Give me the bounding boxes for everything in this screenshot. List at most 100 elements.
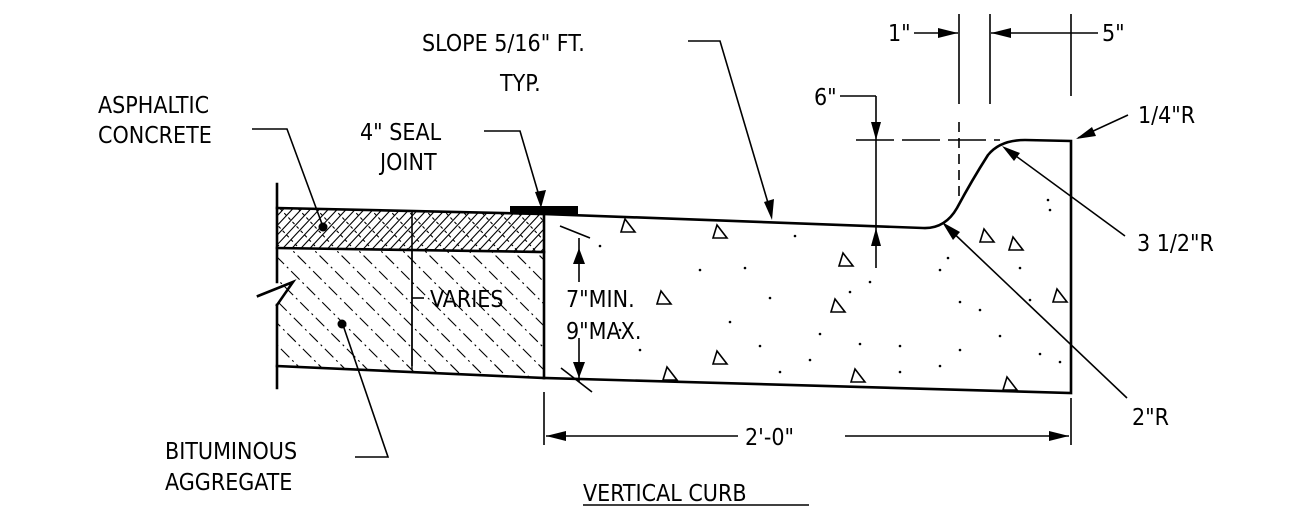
hatch-line — [479, 248, 544, 378]
hatch-line — [457, 248, 544, 378]
hatch-line — [277, 248, 367, 378]
aggregate-mark — [711, 349, 729, 365]
hatch-line — [612, 240, 762, 390]
bituminous-aggregate-layer — [277, 240, 762, 390]
hatch-line — [568, 240, 718, 390]
typ-label: TYP. — [499, 71, 541, 97]
aggregate-mark — [978, 227, 996, 243]
seal-joint-strip — [510, 206, 578, 214]
hatch-line — [532, 208, 544, 252]
slope-label: SLOPE 5/16" FT. — [422, 31, 585, 57]
aggregate-dot — [793, 234, 797, 238]
hatch-line — [200, 200, 256, 260]
dim-6in-label: 6" — [814, 85, 837, 111]
hatch-line — [281, 248, 433, 378]
hatch-line — [578, 200, 634, 260]
hatch-line — [578, 200, 634, 260]
aggregate-dot — [848, 290, 852, 294]
aggregate-dot — [1046, 198, 1050, 202]
dim-5in-label: 5" — [1102, 21, 1125, 47]
aggregate-dot — [768, 296, 772, 300]
hatch-line — [303, 248, 455, 378]
hatch-line — [218, 200, 274, 260]
hatch-line — [523, 248, 544, 378]
aggregate-dot — [728, 320, 732, 324]
aggregate-dot — [743, 266, 747, 270]
varies-label: VARIES — [430, 287, 504, 313]
aggregate-dot — [1018, 266, 1022, 270]
hatch-line — [596, 200, 652, 260]
hatch-line — [277, 208, 293, 252]
aggregate-dot — [1048, 208, 1052, 212]
aggregate-dot — [898, 344, 902, 348]
aggregate-mark — [837, 251, 855, 267]
asphaltic-label-line2: CONCRETE — [98, 123, 212, 149]
hatch-line — [590, 240, 740, 390]
aggregate-dot — [978, 308, 982, 312]
hatch-line — [218, 200, 274, 260]
hatch-line — [277, 248, 323, 378]
hatch-line — [347, 248, 499, 378]
hatch-line — [277, 208, 302, 252]
aggregate-mark — [655, 289, 673, 305]
annotation-labels: ASPHALTIC CONCRETE 4" SEAL JOINT SLOPE 5… — [98, 21, 1214, 507]
aggregate-mark — [1051, 287, 1069, 303]
aggregate-mark — [849, 367, 867, 383]
hatch-line — [546, 240, 696, 390]
aggregate-mark — [829, 297, 847, 313]
max-depth-label: 9"MAX. — [566, 319, 641, 345]
aggregate-dot — [778, 370, 782, 374]
radius-two-label: 2"R — [1132, 405, 1169, 431]
asphaltic-label-line1: ASPHALTIC — [98, 93, 209, 119]
bituminous-label-line2: AGGREGATE — [165, 470, 292, 496]
aggregate-mark — [711, 223, 729, 239]
curb-concrete-body — [542, 138, 1073, 395]
aggregate-dot — [1028, 298, 1032, 302]
seal-joint-label-line1: 4" SEAL — [360, 120, 442, 146]
aggregate-dot — [638, 348, 642, 352]
bituminous-label-line1: BITUMINOUS — [165, 439, 297, 465]
aggregate-mark — [1007, 235, 1025, 251]
aggregate-mark — [619, 217, 637, 233]
hatch-line — [209, 200, 265, 260]
aggregate-dot — [938, 268, 942, 272]
aggregate-dot — [598, 244, 602, 248]
hatch-line — [200, 200, 256, 260]
aggregate-dot — [1058, 360, 1062, 364]
radius-three-half-label: 3 1/2"R — [1137, 231, 1214, 257]
aggregate-dot — [938, 364, 942, 368]
aggregate-dot — [958, 300, 962, 304]
hatch-line — [435, 248, 544, 378]
aggregate-dot — [758, 344, 762, 348]
aggregate-mark — [1001, 375, 1019, 391]
aggregate-dot — [1038, 352, 1042, 356]
dimension-lines — [411, 14, 1098, 445]
aggregate-dot — [858, 342, 862, 346]
min-depth-label: 7"MIN. — [566, 287, 635, 313]
aggregate-dot — [808, 358, 812, 362]
aggregate-dot — [946, 256, 950, 260]
hatch-line — [277, 208, 311, 252]
hatch-line — [596, 200, 652, 260]
hatch-line — [277, 248, 345, 378]
hatch-line — [505, 208, 544, 252]
hatch-line — [369, 248, 521, 378]
aggregate-dot — [698, 268, 702, 272]
hatch-line — [523, 208, 544, 252]
aggregate-dot — [898, 370, 902, 374]
hatch-line — [391, 248, 543, 378]
hatch-line — [277, 248, 411, 378]
hatch-line — [277, 208, 284, 252]
hatch-line — [587, 200, 643, 260]
hatch-line — [413, 248, 544, 378]
aggregate-mark — [661, 365, 679, 381]
aggregate-dot — [998, 334, 1002, 338]
width-dim-label: 2'-0" — [745, 425, 794, 451]
aggregate-dot — [958, 348, 962, 352]
aggregate-dot — [818, 332, 822, 336]
radius-quarter-label: 1/4"R — [1138, 103, 1195, 129]
aggregate-dot — [868, 280, 872, 284]
dim-1in-label: 1" — [888, 21, 911, 47]
aggregate-dot — [618, 328, 622, 332]
